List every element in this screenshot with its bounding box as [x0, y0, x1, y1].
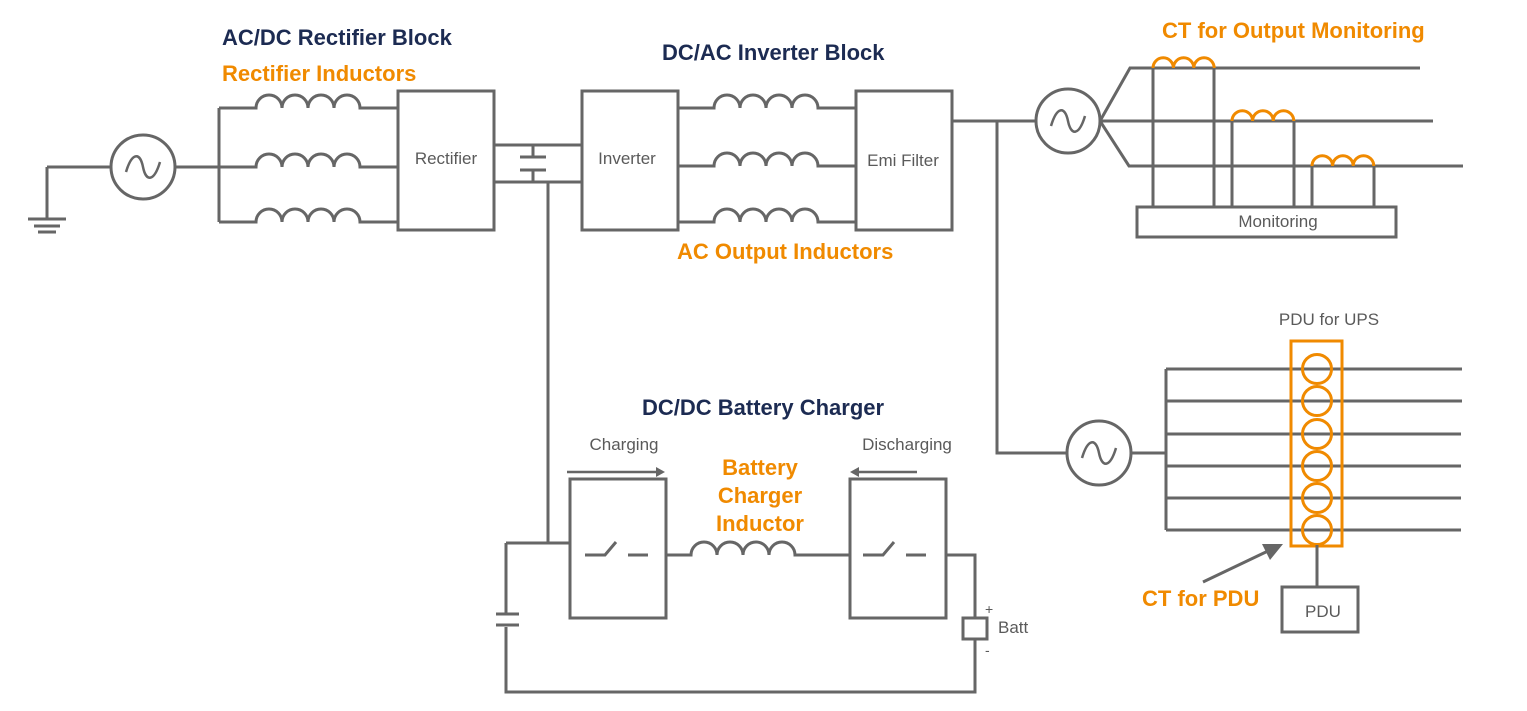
monitoring-block: [1135, 205, 1398, 239]
ac-output-inductors-callout: AC Output Inductors: [677, 239, 893, 264]
pdu-for-ups-label: PDU for UPS: [1279, 310, 1379, 329]
current-transformer-icon: [1301, 418, 1333, 450]
pdu-block: [1280, 585, 1360, 634]
discharging-converter-block: [848, 477, 948, 620]
charging-converter-block: [568, 477, 668, 620]
current-transformer-icon: [1310, 154, 1376, 167]
ct-tap-wires: [1151, 68, 1216, 207]
current-transformer-icon: [1230, 109, 1296, 122]
ct-tap-wires: [1310, 166, 1376, 207]
current-transformer-icon: [1301, 385, 1333, 417]
battery-minus-label: -: [985, 642, 990, 658]
battery-charger-inductor-callout-line3: Inductor: [716, 511, 804, 536]
ac-source-icon: [1065, 419, 1133, 487]
inductor-icon: [666, 540, 850, 557]
current-transformer-icon: [1301, 353, 1333, 385]
battery-wire: [946, 553, 977, 618]
monitoring-label: Monitoring: [1238, 212, 1317, 231]
ground-icon: [28, 167, 66, 234]
pdu-current-transformers: [1301, 353, 1333, 546]
battery-charger-title: DC/DC Battery Charger: [642, 395, 884, 420]
inductor-icon: [219, 207, 398, 224]
inverter-block-title: DC/AC Inverter Block: [662, 40, 885, 65]
inductor-icon: [219, 93, 398, 110]
charger-return-wire: [504, 543, 977, 694]
inverter-block: [580, 89, 680, 232]
ac-source-icon: [1034, 87, 1102, 155]
emi-filter-block: [854, 89, 954, 232]
batt-label: Batt: [998, 618, 1029, 637]
battery-charger-inductor-callout-line2: Charger: [718, 483, 803, 508]
discharging-label: Discharging: [862, 435, 952, 454]
emi-filter-label: Emi Filter: [867, 151, 939, 170]
arrow-icon: [850, 467, 917, 477]
arrow-icon: [567, 467, 665, 477]
arrow-icon: [1202, 544, 1283, 584]
pdu-feed-wire: [995, 121, 1066, 455]
battery-plus-label: +: [985, 601, 993, 617]
current-transformer-icon: [1301, 514, 1333, 546]
current-transformer-icon: [1151, 56, 1216, 69]
inductor-icon: [219, 152, 398, 169]
inductor-icon: [678, 93, 856, 110]
pdu-label: PDU: [1305, 602, 1341, 621]
ct-output-monitoring-callout: CT for Output Monitoring: [1162, 18, 1425, 43]
charging-label: Charging: [590, 435, 659, 454]
capacitor-icon: [520, 145, 546, 182]
ac-output-inductors: [678, 93, 856, 224]
battery-icon: [961, 616, 989, 641]
switch-icon: [585, 541, 648, 557]
output-phase-3: [1098, 120, 1463, 168]
battery-charger-inductor-callout-line1: Battery: [722, 455, 799, 480]
rectifier-block-title: AC/DC Rectifier Block: [222, 25, 453, 50]
rectifier-inductors-callout: Rectifier Inductors: [222, 61, 416, 86]
ct-for-pdu-callout: CT for PDU: [1142, 586, 1259, 611]
current-transformer-icon: [1301, 482, 1333, 514]
ac-source-icon: [109, 133, 177, 201]
inverter-label: Inverter: [598, 149, 656, 168]
dc-link-bus: [494, 143, 582, 184]
inductor-icon: [678, 151, 856, 168]
inductor-icon: [678, 207, 856, 224]
rectifier-inductors: [219, 93, 398, 224]
ct-tap-wires: [1230, 121, 1296, 207]
output-phase-1: [1098, 66, 1420, 122]
current-transformer-icon: [1301, 450, 1333, 482]
pdu-circuits: [1166, 367, 1462, 532]
capacitor-icon: [496, 612, 519, 627]
rectifier-label: Rectifier: [415, 149, 478, 168]
rectifier-block: [396, 89, 496, 232]
switch-icon: [863, 541, 926, 557]
